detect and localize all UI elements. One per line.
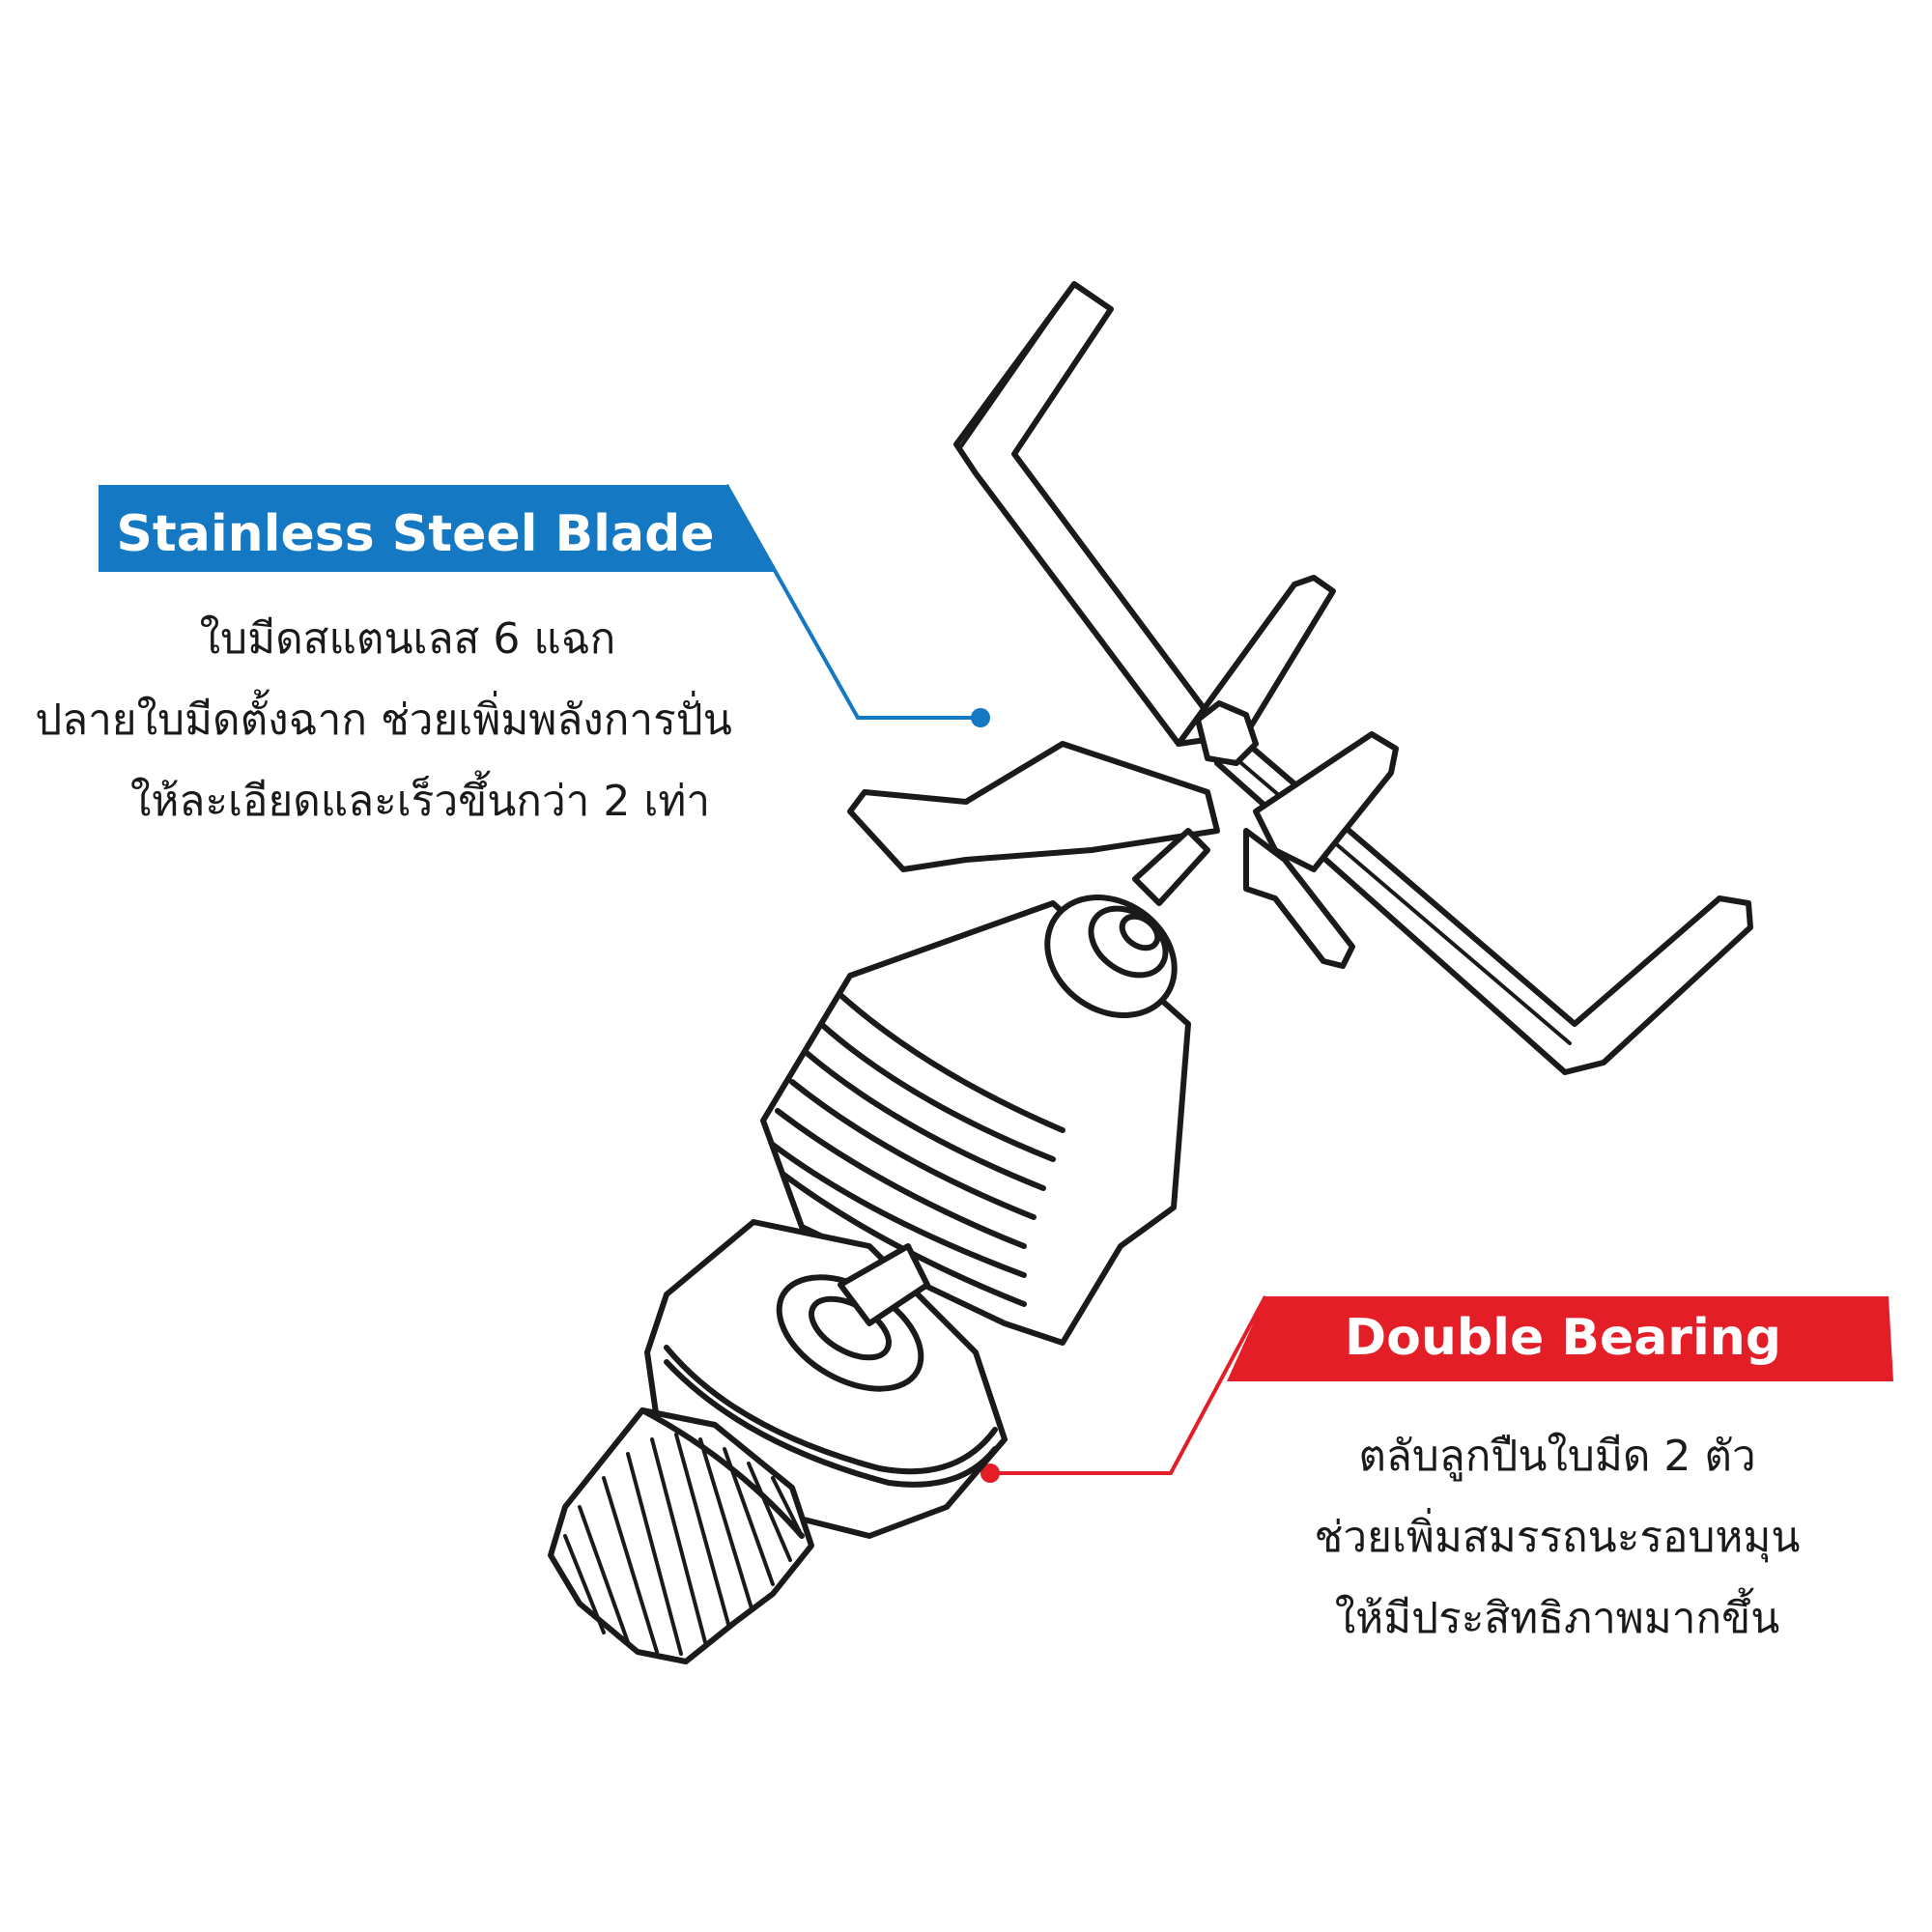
blade-callout-title: Stainless Steel Blade [116,505,714,563]
blade-hub-nut [1195,700,1259,766]
blade-arm-down [1243,828,1355,969]
blade-leader-dot [971,708,990,727]
blade-desc-line-2: ปลายใบมีดตั้งฉาก ช่วยเพิ่มพลังการปั่น [35,689,732,745]
blade-callout: Stainless Steel Blade ใบมีดสแตนเลส 6 แฉก… [35,484,990,826]
bearing-callout: Double Bearing ตลับลูกปืนใบมีด 2 ตัว ช่ว… [980,1295,1893,1643]
stainless-steel-blade [847,281,1753,1075]
bearing-desc-line-2: ช่วยเพิ่มสมรรถนะรอบหมุน [1315,1507,1801,1563]
bearing-desc-line-1: ตลับลูกปืนใบมีด 2 ตัว [1358,1432,1755,1482]
bearing-callout-banner [1227,1296,1893,1381]
blade-leader-line [724,484,980,720]
bearing-leader-line [990,1295,1267,1475]
knurled-coupling [548,1407,814,1664]
blade-arm-upper-left [953,281,1215,747]
bearing-callout-title: Double Bearing [1345,1309,1781,1367]
blade-callout-banner [99,485,778,572]
bearing-shaft [838,1243,930,1326]
blade-arm-right [1214,731,1753,1075]
blade-spindle [1132,828,1210,906]
bearing-leader-dot [980,1463,1000,1483]
bearing-desc-line-3: ให้มีประสิทธิภาพมากขึ้น [1335,1587,1780,1643]
blade-desc-line-3: ให้ละเอียดและเร็วขึ้นกว่า 2 เท่า [130,770,710,826]
blade-desc-line-1: ใบมีดสแตนเลส 6 แฉก [200,614,616,664]
blade-arm-left [847,741,1220,872]
threaded-housing [760,895,1191,1346]
coupling-body [548,1407,814,1664]
